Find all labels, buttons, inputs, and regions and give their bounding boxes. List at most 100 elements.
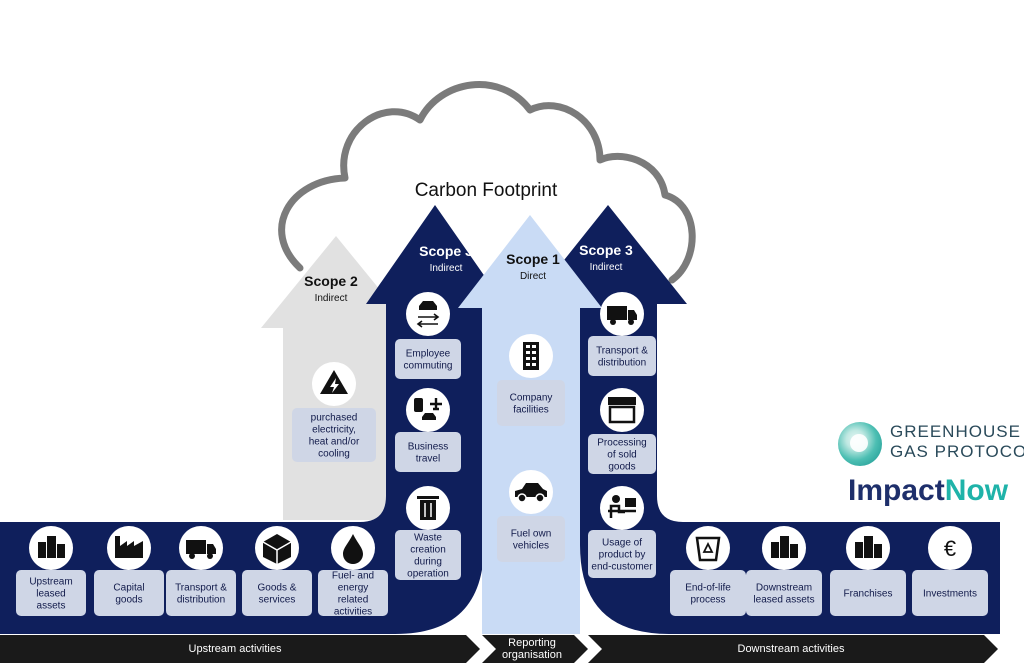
lightning-icon xyxy=(320,370,348,394)
icon-circle xyxy=(928,526,972,570)
label-box xyxy=(94,570,164,616)
label-box xyxy=(395,339,461,379)
diagram-title: Carbon Footprint xyxy=(415,180,558,201)
label-box xyxy=(670,570,746,616)
label-box xyxy=(588,336,656,376)
upstream-item-2: Transport &distribution xyxy=(166,526,236,616)
scope3-right-item-0: Transport &distribution xyxy=(588,292,656,376)
label-box xyxy=(588,434,656,474)
icon-circle xyxy=(600,486,644,530)
downstream-label: Downstream activities xyxy=(737,643,845,655)
buildings-icon xyxy=(855,536,882,558)
trash-icon xyxy=(417,496,439,520)
ghg-line1: GREENHOUSE xyxy=(890,422,1021,441)
scope3-left-subtitle: Indirect xyxy=(430,263,463,274)
label-box xyxy=(497,516,565,562)
ghg-line2: GAS PROTOCOL xyxy=(890,442,1024,461)
scope1-subtitle: Direct xyxy=(520,271,546,282)
icon-circle xyxy=(406,388,450,432)
activity-bar: Upstream activities Reporting organisati… xyxy=(0,635,1024,665)
label-box xyxy=(166,570,236,616)
label-box xyxy=(912,570,988,616)
activity-bar-shapes xyxy=(0,635,998,663)
node-label: Goods &services xyxy=(258,583,297,606)
label-box xyxy=(318,570,388,616)
drop-icon xyxy=(343,534,363,564)
car-icon xyxy=(515,483,547,503)
ghg-protocol-logo: GREENHOUSE GAS PROTOCOL xyxy=(838,420,1024,468)
impact-word: Impact xyxy=(848,474,945,507)
train-plane-icon xyxy=(414,398,442,420)
node-label: Investments xyxy=(923,589,977,600)
scope3-right-title: Scope 3 xyxy=(579,242,633,258)
label-box xyxy=(588,530,656,578)
upstream-bar-shape xyxy=(0,635,480,663)
reporting-bar-shape xyxy=(482,635,588,663)
label-box xyxy=(497,380,565,426)
buildings-icon xyxy=(771,536,798,558)
label-box xyxy=(830,570,906,616)
impactnow-logo: ImpactNow xyxy=(848,474,1008,508)
upstream-item-3: Goods &services xyxy=(242,526,312,616)
recycle-icon xyxy=(695,536,721,562)
downstream-item-3: € Investments xyxy=(912,526,988,616)
label-box xyxy=(746,570,822,616)
car-commute-icon xyxy=(416,301,440,328)
scope2-title: Scope 2 xyxy=(304,273,358,289)
node-label: Transport &distribution xyxy=(596,346,648,369)
truck-icon xyxy=(607,306,637,325)
box-icon xyxy=(262,534,292,564)
node-label: Transport &distribution xyxy=(175,583,227,606)
scope2-subtitle: Indirect xyxy=(315,293,348,304)
ghg-circle-icon xyxy=(838,422,882,466)
scope1-title: Scope 1 xyxy=(506,251,560,267)
buildings-icon xyxy=(38,536,65,558)
label-box xyxy=(292,408,376,462)
truck-icon xyxy=(186,540,216,559)
label-box xyxy=(395,530,461,580)
node-label: Franchises xyxy=(844,589,893,600)
euro-icon: € xyxy=(944,536,956,561)
desk-user-icon xyxy=(608,495,636,518)
reporting-label: Reporting organisation xyxy=(502,637,562,661)
label-box xyxy=(395,432,461,472)
scope3-right-arrow xyxy=(529,205,1000,634)
downstream-item-2: Franchises xyxy=(830,526,906,616)
shop-icon xyxy=(608,397,636,424)
svg-text:€: € xyxy=(944,536,956,561)
icon-circle xyxy=(600,388,644,432)
icon-circle xyxy=(686,526,730,570)
scope3-left-title: Scope 3 xyxy=(419,243,473,259)
office-building-icon xyxy=(523,342,539,370)
factory-icon xyxy=(115,536,143,558)
icon-circle xyxy=(406,292,450,336)
upstream-label: Upstream activities xyxy=(188,643,282,655)
label-box xyxy=(16,570,86,616)
